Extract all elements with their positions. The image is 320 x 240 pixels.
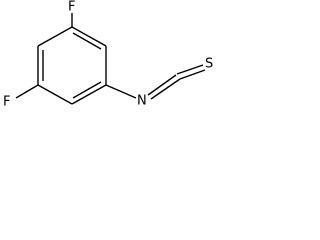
ring-bond (37, 26, 73, 47)
atom-fluorine-top: F (68, 0, 75, 15)
ring-bond (71, 26, 107, 47)
ring-bond (71, 84, 107, 105)
ring-double-bond-inner (72, 81, 102, 99)
chemical-structure-diagram: F F N S (3, 0, 213, 110)
nitrogen-carbon-double-bond (147, 74, 177, 96)
carbon-sulfur-double-bond (179, 69, 206, 80)
carbon-sulfur-double-bond (176, 64, 204, 75)
atom-fluorine-bottom: F (3, 95, 10, 110)
ring-bond (37, 84, 73, 105)
carbon-nitrogen-bond (105, 84, 137, 99)
ring-double-bond-inner (72, 32, 102, 50)
nitrogen-carbon-double-bond (150, 78, 181, 100)
benzene-ring (37, 26, 107, 105)
fluorine-bottom-bond (15, 84, 39, 99)
atom-nitrogen: N (137, 94, 147, 109)
atom-sulfur: S (205, 57, 213, 72)
